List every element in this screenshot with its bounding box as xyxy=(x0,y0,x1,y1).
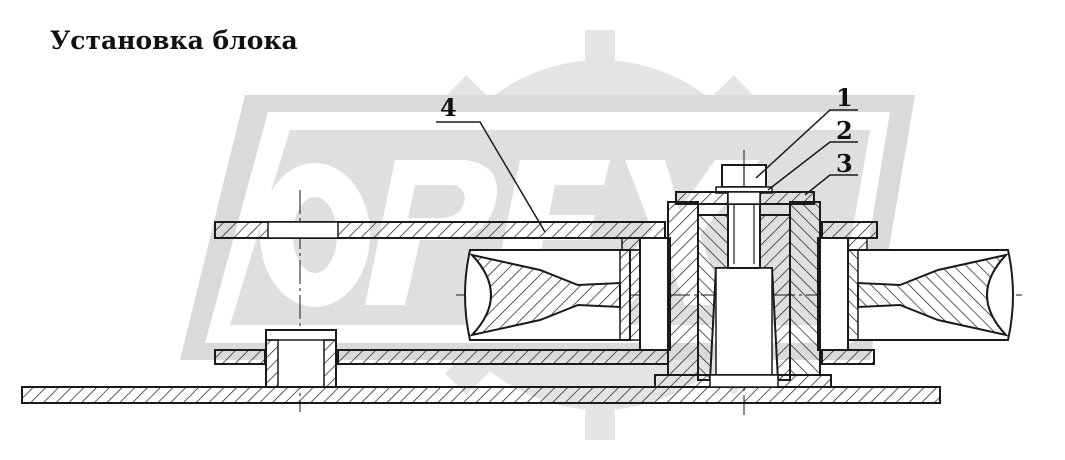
right-pulley xyxy=(837,249,1014,341)
lower-bracket xyxy=(214,329,875,388)
callout-4: 4 xyxy=(440,93,457,122)
callout-2: 2 xyxy=(836,116,853,145)
callout-3: 3 xyxy=(836,149,853,178)
callout-1: 1 xyxy=(836,83,853,112)
upper-bracket-part-4 xyxy=(214,221,878,251)
leader-lines xyxy=(436,109,858,233)
diagram-title: Установка блока xyxy=(50,26,298,55)
central-hub xyxy=(639,164,849,388)
left-pulley xyxy=(464,249,641,341)
base-plate xyxy=(21,386,941,404)
